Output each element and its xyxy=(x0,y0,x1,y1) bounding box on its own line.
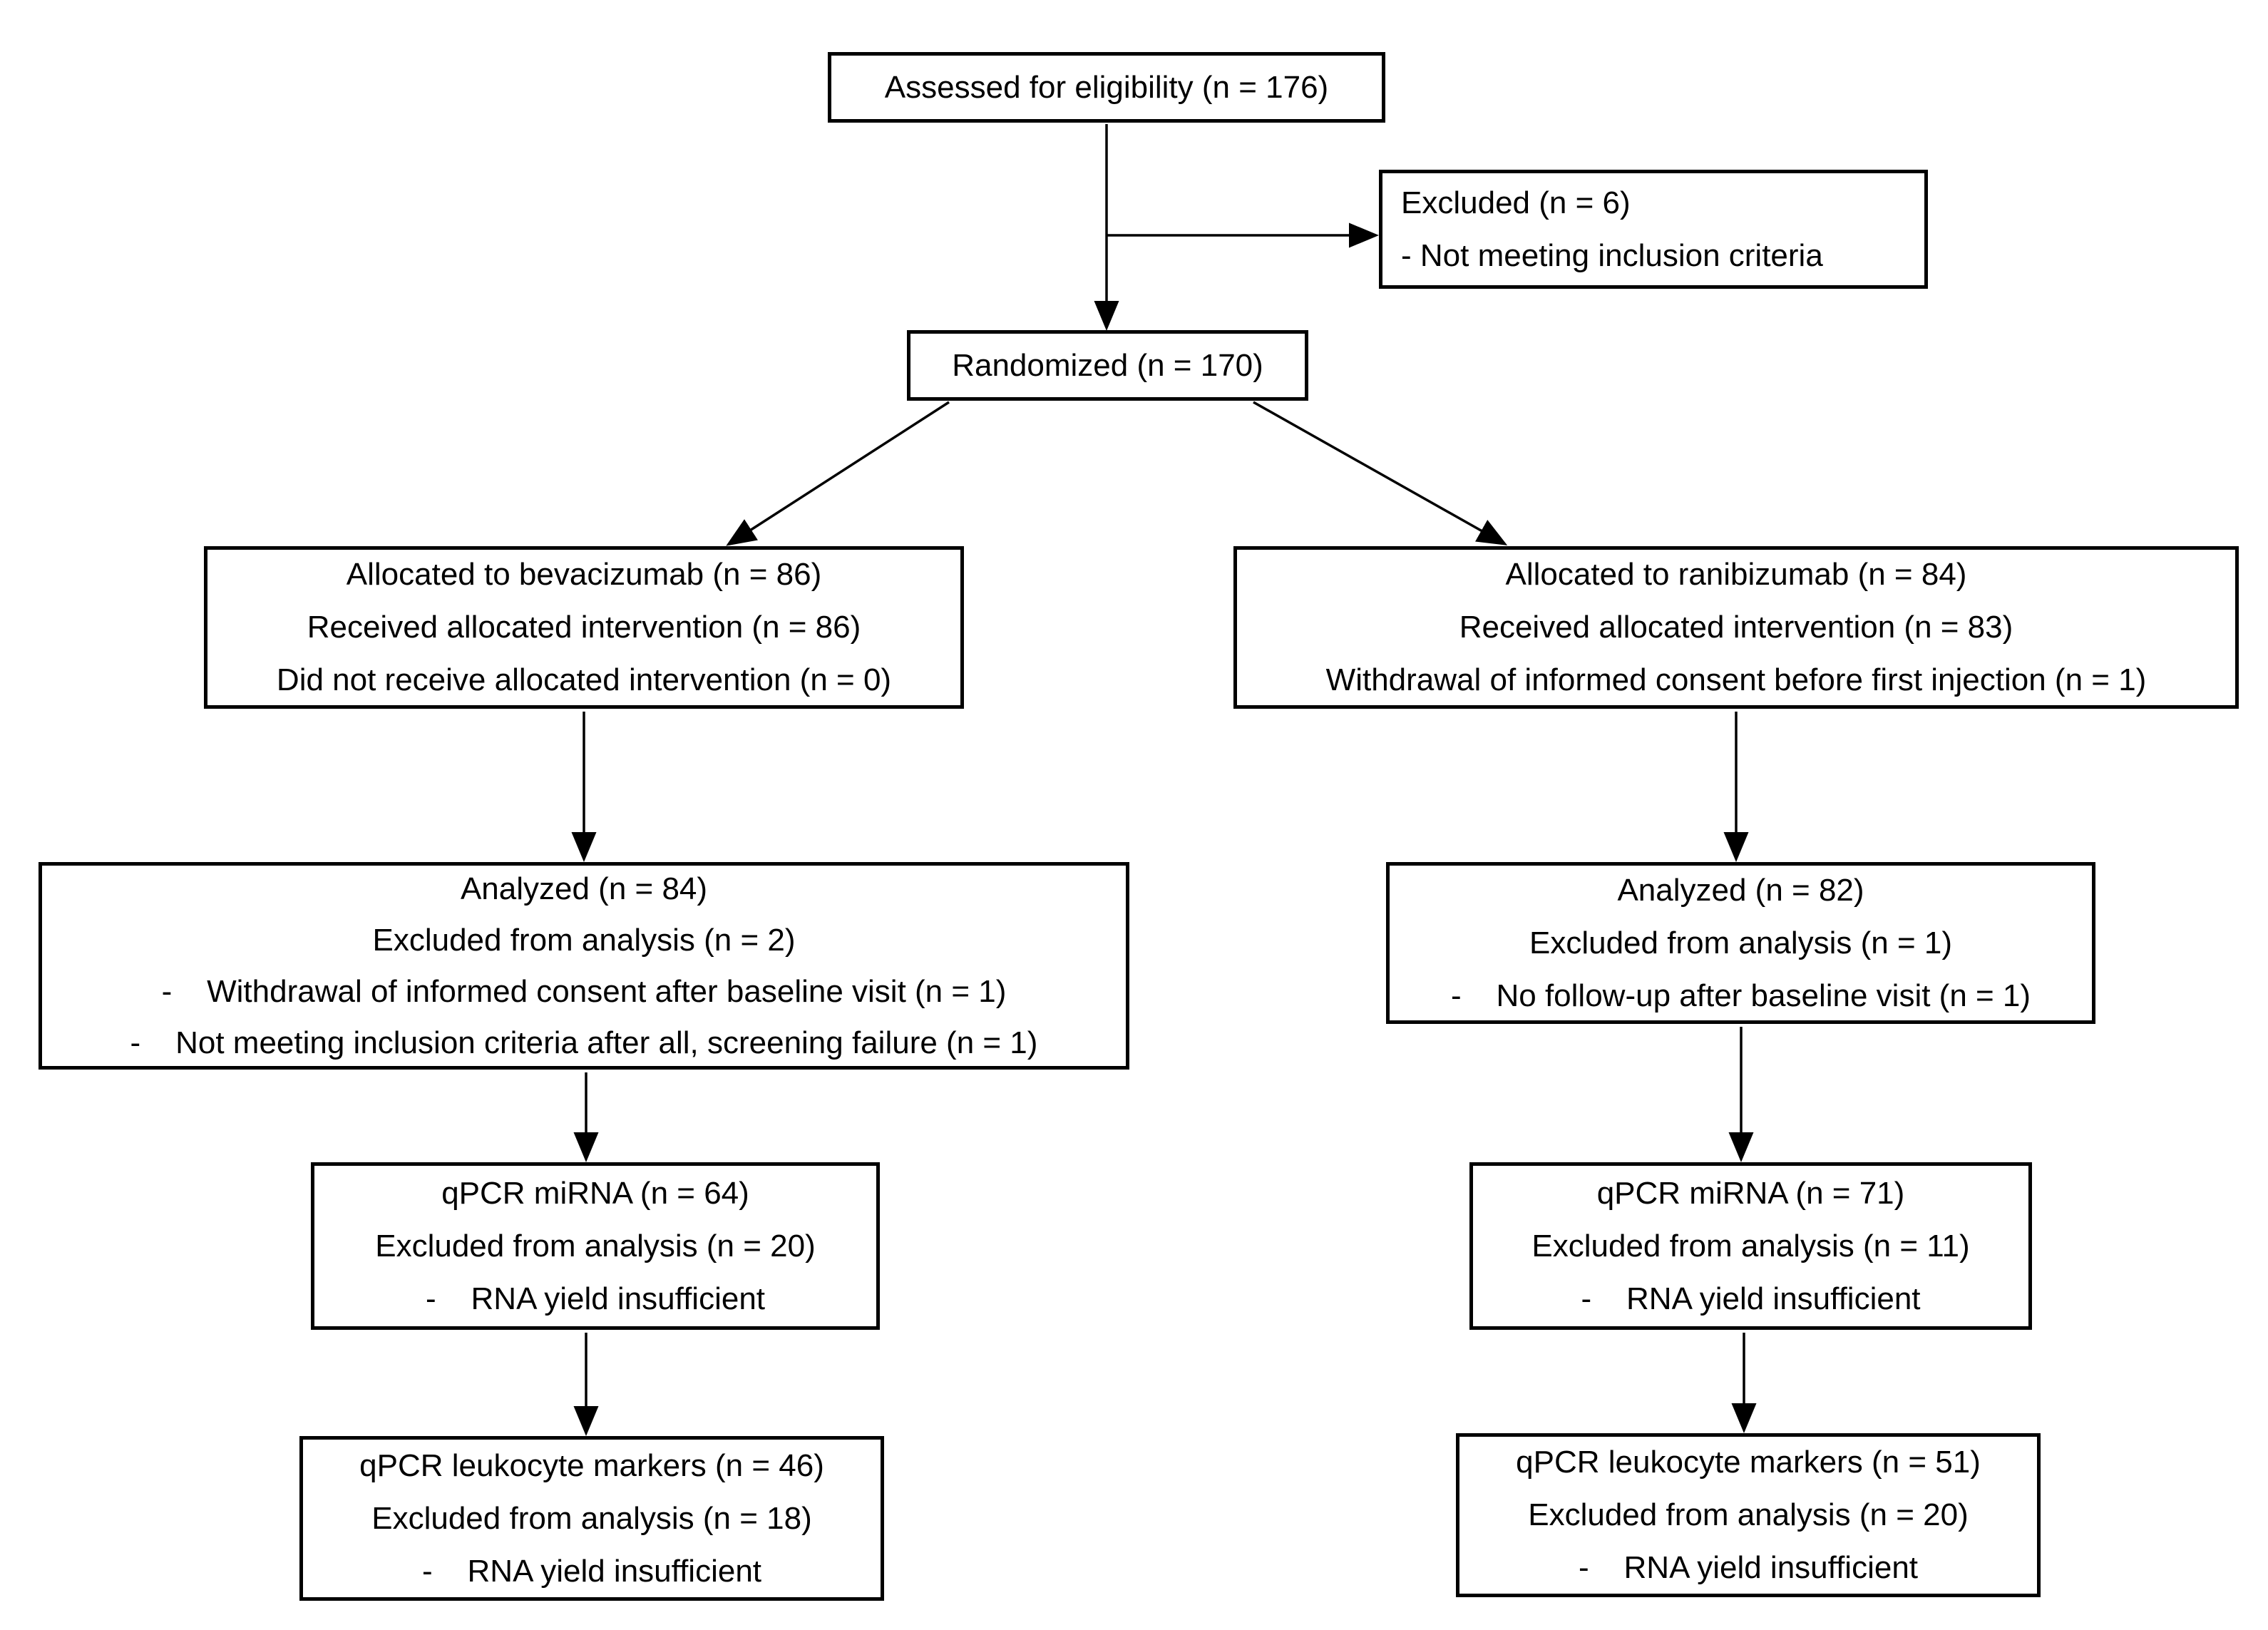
box-text-line: - RNA yield insufficient xyxy=(425,1281,766,1316)
box-qpcr-leukocyte-bevacizumab: qPCR leukocyte markers (n = 46) Excluded… xyxy=(299,1436,884,1601)
box-text-line: Excluded from analysis (n = 2) xyxy=(372,922,796,958)
box-text-line: qPCR miRNA (n = 64) xyxy=(441,1175,749,1211)
box-assessed-eligibility: Assessed for eligibility (n = 176) xyxy=(828,52,1385,123)
box-text-line: Randomized (n = 170) xyxy=(952,347,1263,383)
box-text-line: - Not meeting inclusion criteria xyxy=(1401,237,1823,273)
box-text-line: - Withdrawal of informed consent after b… xyxy=(161,973,1007,1009)
box-text-line: - RNA yield insufficient xyxy=(421,1553,762,1589)
box-text-line: Allocated to ranibizumab (n = 84) xyxy=(1505,557,1967,592)
box-analyzed-bevacizumab: Analyzed (n = 84) Excluded from analysis… xyxy=(39,862,1129,1070)
box-text-line: Excluded (n = 6) xyxy=(1401,185,1631,220)
connector-randomized-to-ranibizumab xyxy=(1253,401,1508,545)
box-text-line: Assessed for eligibility (n = 176) xyxy=(884,69,1329,105)
box-text-line: - RNA yield insufficient xyxy=(1581,1281,1921,1316)
connector-randomized-to-bevacizumab xyxy=(726,401,950,546)
box-text-line: - No follow-up after baseline visit (n =… xyxy=(1450,978,2031,1013)
box-text-line: qPCR miRNA (n = 71) xyxy=(1596,1175,1905,1211)
box-text-line: Excluded from analysis (n = 18) xyxy=(371,1500,812,1536)
box-randomized: Randomized (n = 170) xyxy=(907,330,1308,401)
box-text-line: - RNA yield insufficient xyxy=(1578,1550,1919,1585)
box-text-line: - Not meeting inclusion criteria after a… xyxy=(130,1025,1038,1060)
box-qpcr-mirna-ranibizumab: qPCR miRNA (n = 71) Excluded from analys… xyxy=(1469,1162,2032,1330)
box-text-line: Excluded from analysis (n = 20) xyxy=(375,1228,816,1263)
box-allocated-bevacizumab: Allocated to bevacizumab (n = 86) Receiv… xyxy=(204,546,964,709)
box-excluded: Excluded (n = 6) - Not meeting inclusion… xyxy=(1379,170,1928,289)
box-text-line: qPCR leukocyte markers (n = 46) xyxy=(359,1447,824,1483)
box-qpcr-mirna-bevacizumab: qPCR miRNA (n = 64) Excluded from analys… xyxy=(311,1162,880,1330)
box-text-line: Analyzed (n = 82) xyxy=(1617,872,1864,908)
box-qpcr-leukocyte-ranibizumab: qPCR leukocyte markers (n = 51) Excluded… xyxy=(1456,1433,2041,1597)
box-text-line: Excluded from analysis (n = 11) xyxy=(1531,1228,1970,1263)
box-text-line: Analyzed (n = 84) xyxy=(460,871,708,906)
box-text-line: Excluded from analysis (n = 20) xyxy=(1528,1497,1969,1532)
box-allocated-ranibizumab: Allocated to ranibizumab (n = 84) Receiv… xyxy=(1233,546,2239,709)
box-text-line: qPCR leukocyte markers (n = 51) xyxy=(1516,1445,1981,1480)
box-text-line: Allocated to bevacizumab (n = 86) xyxy=(346,557,822,592)
box-text-line: Excluded from analysis (n = 1) xyxy=(1529,925,1953,960)
box-text-line: Did not receive allocated intervention (… xyxy=(276,662,892,697)
box-text-line: Received allocated intervention (n = 83) xyxy=(1459,610,2013,645)
box-analyzed-ranibizumab: Analyzed (n = 82) Excluded from analysis… xyxy=(1386,862,2095,1024)
box-text-line: Withdrawal of informed consent before fi… xyxy=(1325,662,2147,697)
box-text-line: Received allocated intervention (n = 86) xyxy=(307,610,861,645)
